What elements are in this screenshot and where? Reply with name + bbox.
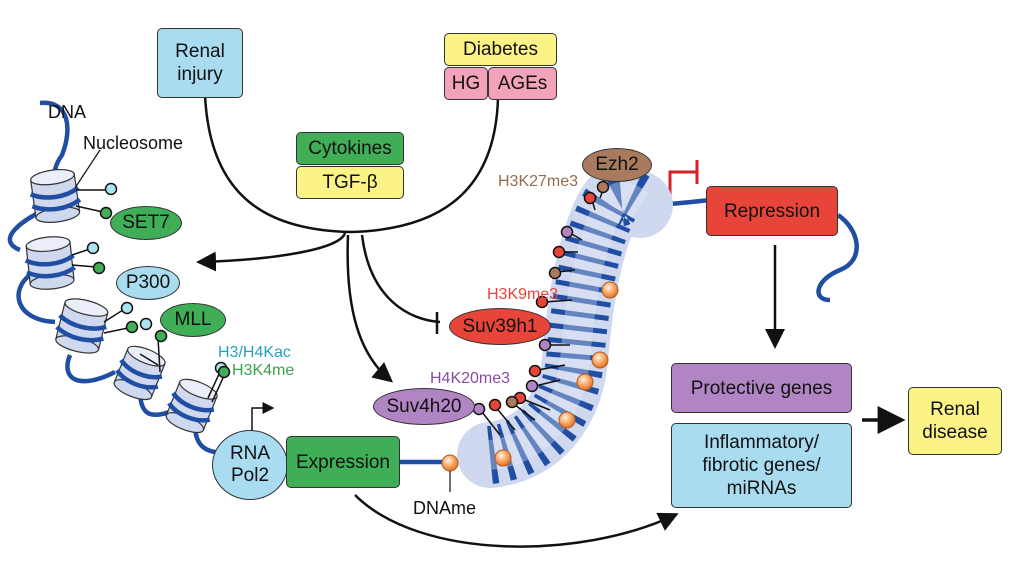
set7-oval: SET7 xyxy=(110,206,182,240)
nucleosome-left-5 xyxy=(165,378,218,434)
h3k9me3-label: H3K9me3 xyxy=(487,286,559,303)
rna-pol2-circle: RNA Pol2 xyxy=(212,430,288,500)
arrow-to-suv4h20 xyxy=(346,234,394,383)
h4k20me3-label: H4K20me3 xyxy=(430,370,511,387)
tgf-beta-box: TGF-β xyxy=(296,166,404,199)
expression-box: Expression xyxy=(286,436,400,488)
repression-box: Repression xyxy=(706,186,838,236)
red-inhibition xyxy=(668,160,699,205)
dna-methylation-dots xyxy=(441,281,619,472)
nucleosome-left-3 xyxy=(55,298,109,354)
renal-injury-line xyxy=(203,94,351,234)
nucleosome-label: Nucleosome xyxy=(83,133,184,153)
h3k4me-label: H3K4me xyxy=(232,362,295,379)
ages-box: AGEs xyxy=(488,67,557,100)
histone-tails-left xyxy=(71,182,231,403)
protective-genes-box: Protective genes xyxy=(671,363,852,413)
inhibit-suv39h1-line xyxy=(360,234,441,324)
dna-label: DNA xyxy=(48,102,87,122)
arrow-expression-to-genes xyxy=(354,494,679,548)
nucleosome-left-2 xyxy=(24,236,77,290)
suv39h1-oval: Suv39h1 xyxy=(449,308,551,345)
h3-h4kac-label: H3/H4Kac xyxy=(218,344,291,361)
diabetes-line xyxy=(349,97,500,234)
renal-disease-box: Renal disease xyxy=(908,387,1002,455)
diabetes-box: Diabetes xyxy=(444,33,557,66)
nucleosome-left-4 xyxy=(113,345,166,401)
arrow-to-left-nucleosomes xyxy=(196,232,347,272)
cytokines-box: Cytokines xyxy=(296,132,404,165)
mll-oval: MLL xyxy=(160,303,226,337)
ezh2-oval: Ezh2 xyxy=(582,148,652,182)
p300-oval: P300 xyxy=(116,266,180,300)
suv4h20-oval: Suv4h20 xyxy=(373,388,475,425)
h3k27me3-label: H3K27me3 xyxy=(498,173,579,190)
inflammatory-genes-box: Inflammatory/ fibrotic genes/ miRNAs xyxy=(671,423,852,508)
dname-label: DNAme xyxy=(413,498,477,518)
signal-lines xyxy=(196,94,906,548)
hg-box: HG xyxy=(444,67,488,100)
condensed-chromatin xyxy=(457,164,673,488)
nucleosome-pointer xyxy=(74,149,101,189)
nucleosome-left-1 xyxy=(29,168,82,223)
transcription-start-arrow xyxy=(251,402,275,438)
histone-tails-right xyxy=(472,180,610,436)
renal-injury-box: Renal injury xyxy=(157,28,243,98)
